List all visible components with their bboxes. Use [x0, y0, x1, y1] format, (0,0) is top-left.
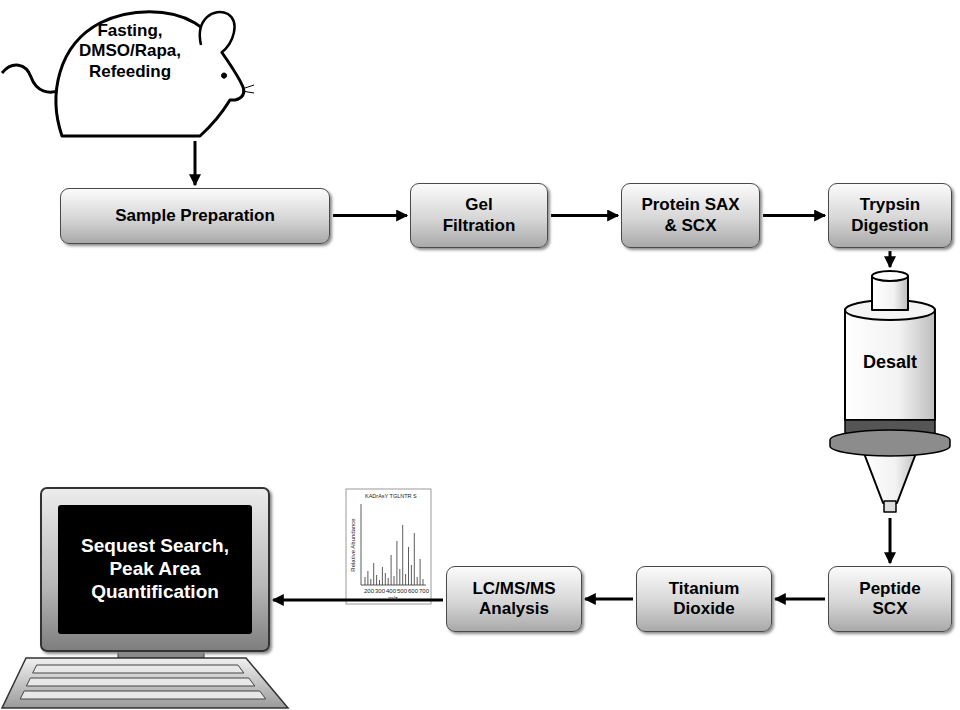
- keyboard: [2, 658, 288, 708]
- desalt-cartridge-outline: [827, 270, 953, 515]
- spectrum-peak: [376, 575, 377, 585]
- box-label: Gel Filtration: [430, 195, 528, 236]
- spectrum-label: m/z: [388, 595, 398, 601]
- spectrum-peak: [420, 559, 421, 585]
- spectrum-peak: [414, 533, 415, 585]
- process-box: Titanium Dioxide: [636, 566, 772, 632]
- box-label: Sequest Search, Peak Area Quantification: [66, 535, 244, 603]
- mouse-shape: Fasting, DMSO/Rapa, Refeeding: [0, 3, 256, 138]
- spectrum-peaks: [365, 525, 423, 585]
- spectrum-label: Relative Abundance: [350, 518, 356, 571]
- outline-stroke: [884, 501, 896, 512]
- box-label: Fasting, DMSO/Rapa, Refeeding: [62, 21, 198, 82]
- key-row: [26, 678, 254, 686]
- spectrum-peak: [365, 577, 366, 585]
- flow-arrow: [763, 214, 825, 217]
- box-label: Desalt: [863, 352, 917, 374]
- spectrum-peak: [417, 577, 418, 585]
- spectrum-peak: [411, 565, 412, 585]
- monitor-screen: Sequest Search, Peak Area Quantification: [58, 505, 252, 634]
- spectrum-label: 700: [419, 588, 429, 594]
- flow-arrow: [889, 518, 892, 563]
- spectrum-peak: [399, 569, 400, 585]
- box-label: Trypsin Digestion: [840, 195, 940, 236]
- process-box: Trypsin Digestion: [828, 183, 952, 248]
- spectrum-peak: [370, 579, 371, 585]
- outline-stroke: [2, 65, 64, 92]
- process-box: Peptide SCX: [828, 566, 952, 632]
- process-box: Sample Preparation: [60, 188, 330, 244]
- spectrum-peak: [385, 573, 386, 585]
- spectrum-peak: [388, 578, 389, 585]
- text-holder: Desalt: [845, 352, 935, 374]
- outline-stroke: [200, 12, 235, 53]
- outline-stroke: [872, 271, 908, 281]
- spectrum-peak: [367, 571, 368, 585]
- flow-arrow: [889, 251, 892, 267]
- outline-stroke: [221, 73, 226, 78]
- spectrum-peak: [391, 555, 392, 585]
- box-label: Protein SAX & SCX: [641, 195, 741, 236]
- spectrum-peak: [382, 567, 383, 585]
- spectrum-peak: [394, 576, 395, 585]
- computer-monitor: Sequest Search, Peak Area Quantification: [40, 487, 270, 652]
- process-box: Gel Filtration: [410, 183, 548, 248]
- desalt-cartridge: Desalt: [827, 270, 953, 515]
- spectrum-label: 400: [386, 588, 396, 594]
- outline-stroke: [56, 12, 244, 136]
- spectrum-axes: [361, 504, 426, 585]
- spectrum-peak: [396, 541, 397, 585]
- flow-arrow: [333, 214, 407, 217]
- box-label: LC/MS/MS Analysis: [462, 579, 566, 620]
- outline-stroke: [830, 430, 950, 456]
- outline-stroke: [845, 310, 935, 420]
- spectrum-peak: [408, 547, 409, 585]
- text-holder: Fasting, DMSO/Rapa, Refeeding: [62, 21, 198, 82]
- spectrum-peak: [379, 580, 380, 585]
- keyboard-keys: [20, 665, 266, 699]
- spectrum-label: 300: [375, 588, 385, 594]
- spectrum-label: 500: [397, 588, 407, 594]
- spectrum-label: 600: [408, 588, 418, 594]
- box-label: Sample Preparation: [115, 206, 275, 226]
- key-row: [20, 691, 266, 699]
- spectrum-frame: [346, 489, 431, 604]
- flow-arrow: [551, 214, 618, 217]
- spectrum-peak: [405, 574, 406, 585]
- key-row: [33, 665, 244, 673]
- spectrum-peak: [373, 563, 374, 585]
- process-box: Protein SAX & SCX: [621, 183, 760, 248]
- process-box: LC/MS/MS Analysis: [446, 566, 582, 632]
- spectrum-peak: [423, 579, 424, 585]
- box-label: Titanium Dioxide: [654, 579, 754, 620]
- spectrum-label: KADrAsY TGLNTR S: [365, 494, 417, 500]
- flow-arrow: [585, 598, 633, 601]
- spectrum-label: 200: [364, 588, 374, 594]
- box-label: Peptide SCX: [846, 579, 934, 620]
- outline-stroke: [242, 85, 254, 93]
- flow-arrow: [194, 141, 197, 185]
- flow-arrow: [273, 599, 443, 602]
- spectrum-peak: [402, 525, 403, 585]
- flow-arrow: [775, 598, 825, 601]
